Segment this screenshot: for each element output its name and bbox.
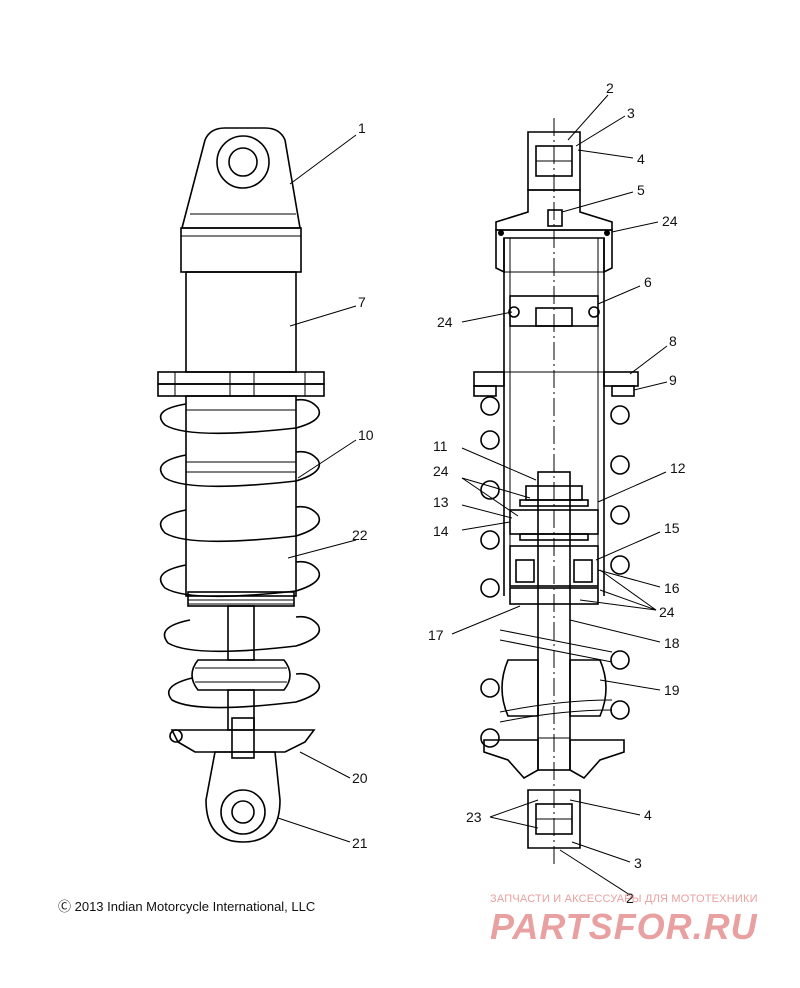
callout-21: 21	[352, 835, 368, 851]
section-view	[473, 118, 639, 866]
leader-lines	[277, 94, 668, 896]
callout-6: 6	[644, 274, 652, 290]
callout-1: 1	[358, 120, 366, 136]
callout-9: 9	[669, 372, 677, 388]
callout-7: 7	[358, 294, 366, 310]
callouts: 1 7 10 22 20 21 2 3 4 5 24 6 24 8 9 11 1…	[352, 80, 686, 906]
callout-5: 5	[637, 182, 645, 198]
callout-14: 14	[433, 523, 449, 539]
callout-3-top: 3	[627, 105, 635, 121]
copyright-notice: Ⓒ 2013 Indian Motorcycle International, …	[58, 899, 316, 914]
watermark-logo: PARTSFOR.RU	[490, 906, 758, 947]
callout-2-bottom: 2	[626, 890, 634, 906]
callout-18: 18	[664, 635, 680, 651]
spring-section	[480, 396, 630, 748]
callout-17: 17	[428, 627, 444, 643]
callout-4-bottom: 4	[644, 807, 652, 823]
callout-24-lower: 24	[659, 604, 675, 620]
callout-15: 15	[664, 520, 680, 536]
callout-3-bottom: 3	[634, 855, 642, 871]
watermark-subtitle: ЗАПЧАСТИ И АКСЕССУАРЫ ДЛЯ МОТОТЕХНИКИ	[490, 893, 758, 905]
callout-11: 11	[433, 438, 448, 454]
callout-23: 23	[466, 809, 482, 825]
coil-spring	[159, 398, 321, 709]
callout-8: 8	[669, 333, 677, 349]
callout-20: 20	[352, 770, 368, 786]
callout-24-valve: 24	[433, 463, 449, 479]
callout-24-piston: 24	[437, 314, 453, 330]
callout-22: 22	[352, 527, 368, 543]
callout-19: 19	[664, 682, 680, 698]
callout-12: 12	[670, 460, 686, 476]
callout-4-top: 4	[637, 151, 645, 167]
callout-24-cap: 24	[662, 213, 678, 229]
callout-16: 16	[664, 580, 680, 596]
callout-2-top: 2	[606, 80, 614, 96]
callout-10: 10	[358, 427, 374, 443]
callout-13: 13	[433, 494, 449, 510]
exterior-view	[157, 127, 325, 843]
